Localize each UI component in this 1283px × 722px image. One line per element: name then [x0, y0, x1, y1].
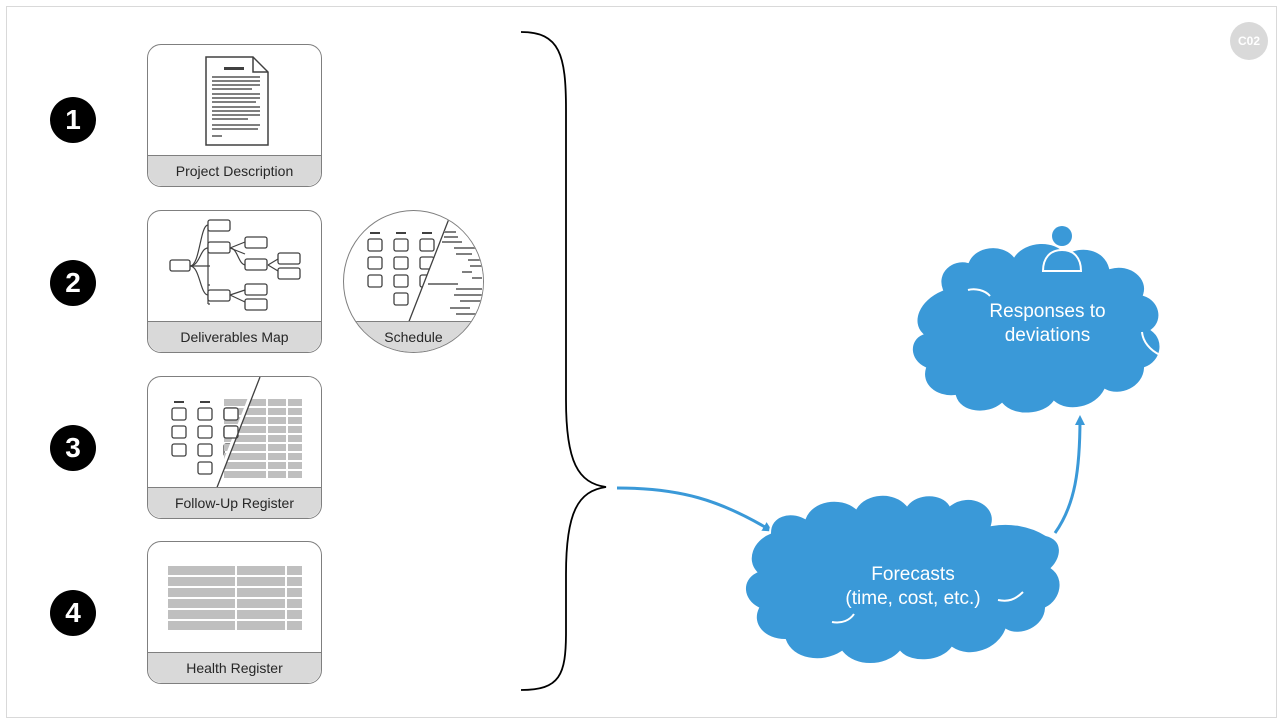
responses-cloud	[910, 241, 1162, 415]
health-register-card: Health Register	[147, 541, 322, 684]
follow-up-register-card: Follow-Up Register	[147, 376, 322, 519]
card-caption-follow-up-register: Follow-Up Register	[148, 487, 321, 518]
step-number-3-text: 3	[65, 432, 81, 463]
arrow-to-responses	[1053, 415, 1085, 534]
corner-badge: C02	[1230, 22, 1268, 60]
step-number-3: 3	[50, 425, 96, 471]
responses-label: Responses to deviations	[935, 300, 1160, 348]
register-icon	[171, 377, 321, 490]
step-number-4: 4	[50, 590, 96, 636]
card-caption-health-register: Health Register	[148, 652, 321, 683]
step-number-1: 1	[50, 97, 96, 143]
responses-line-1: Responses to	[989, 301, 1106, 322]
document-icon	[205, 56, 269, 146]
responses-line-2: deviations	[1004, 325, 1091, 346]
table-icon	[168, 566, 302, 630]
project-description-card: Project Description	[147, 44, 322, 187]
card-caption-project-description: Project Description	[148, 155, 321, 186]
deliverables-map-card: Deliverables Map	[147, 210, 322, 353]
forecasts-line-2: (time, cost, etc.)	[845, 588, 981, 609]
arrow-to-forecasts	[616, 486, 773, 532]
forecasts-line-1: Forecasts	[871, 564, 955, 585]
curly-brace	[520, 31, 607, 691]
slide-frame	[6, 6, 1277, 718]
person-icon	[1041, 226, 1083, 272]
step-number-2: 2	[50, 260, 96, 306]
schedule-card: Schedule	[343, 210, 484, 353]
step-number-1-text: 1	[65, 104, 81, 135]
card-caption-schedule: Schedule	[344, 321, 483, 352]
card-caption-deliverables-map: Deliverables Map	[148, 321, 321, 352]
gantt-icon	[367, 211, 483, 324]
step-number-2-text: 2	[65, 267, 81, 298]
tree-map-icon	[169, 219, 301, 311]
step-number-4-text: 4	[65, 597, 81, 628]
forecasts-label: Forecasts (time, cost, etc.)	[768, 563, 1058, 611]
forecasts-cloud	[744, 493, 1062, 665]
